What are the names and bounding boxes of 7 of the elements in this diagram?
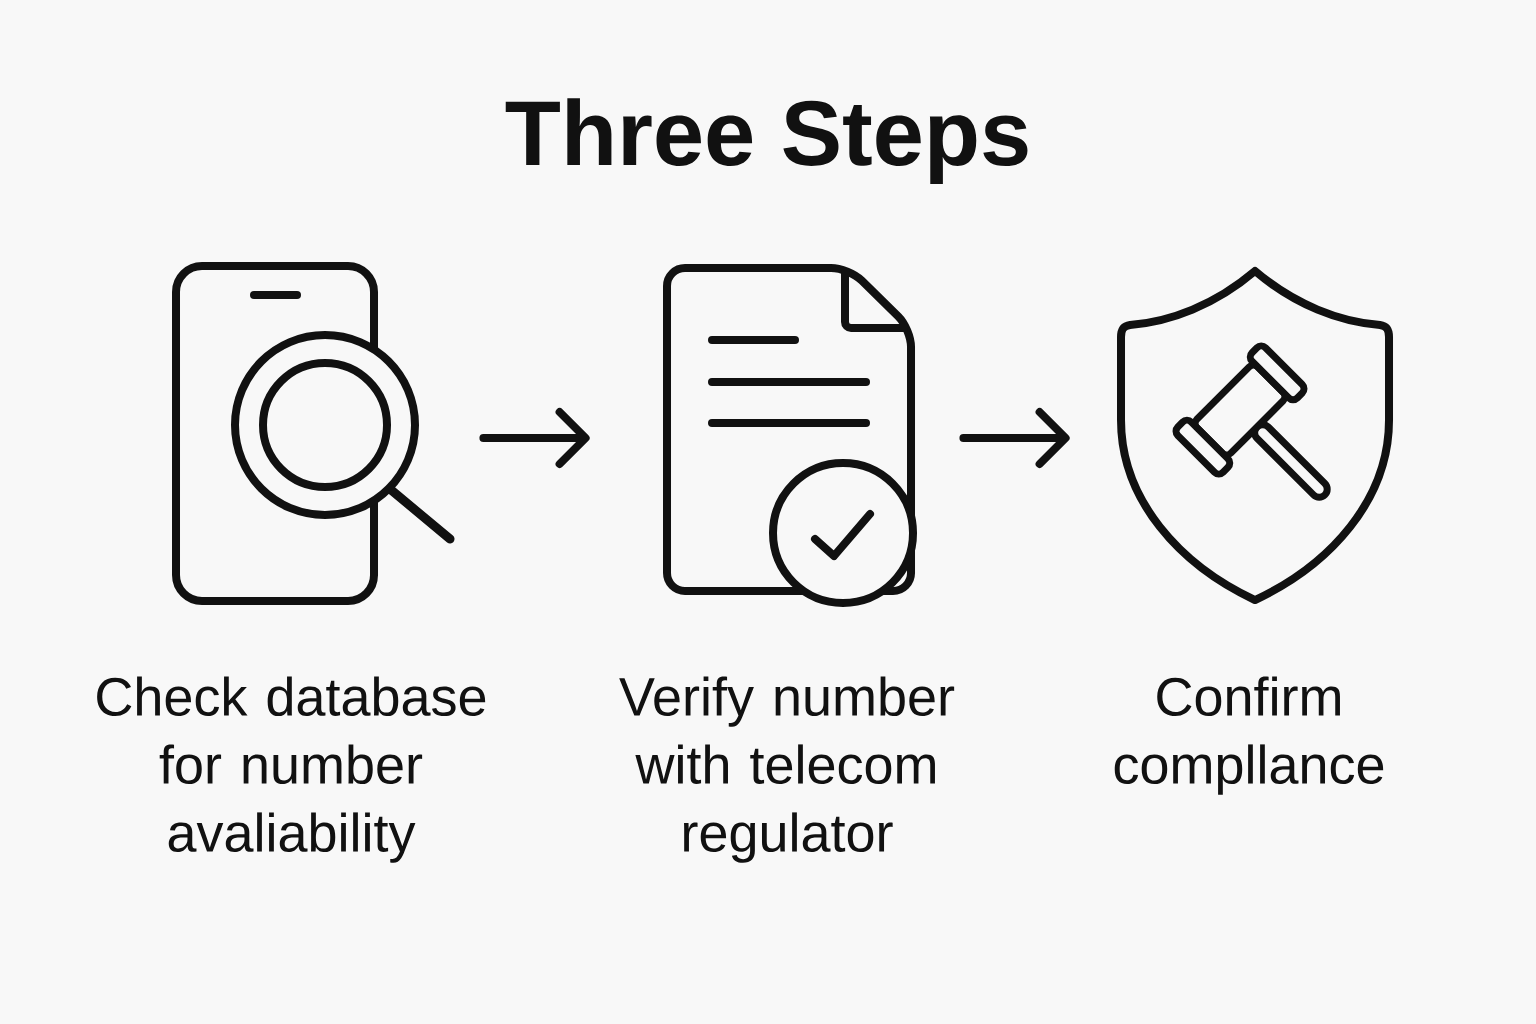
step-caption: Verify number with telecom regulator <box>619 676 955 863</box>
phone-magnifier-icon <box>172 262 455 605</box>
title: Three Steps <box>505 98 1028 185</box>
step-caption: Confirm compllance <box>1114 676 1384 795</box>
step-caption: Check database for number avaliability <box>97 676 486 863</box>
shield-gavel-icon <box>1117 267 1393 604</box>
document-check-icon <box>663 264 917 607</box>
